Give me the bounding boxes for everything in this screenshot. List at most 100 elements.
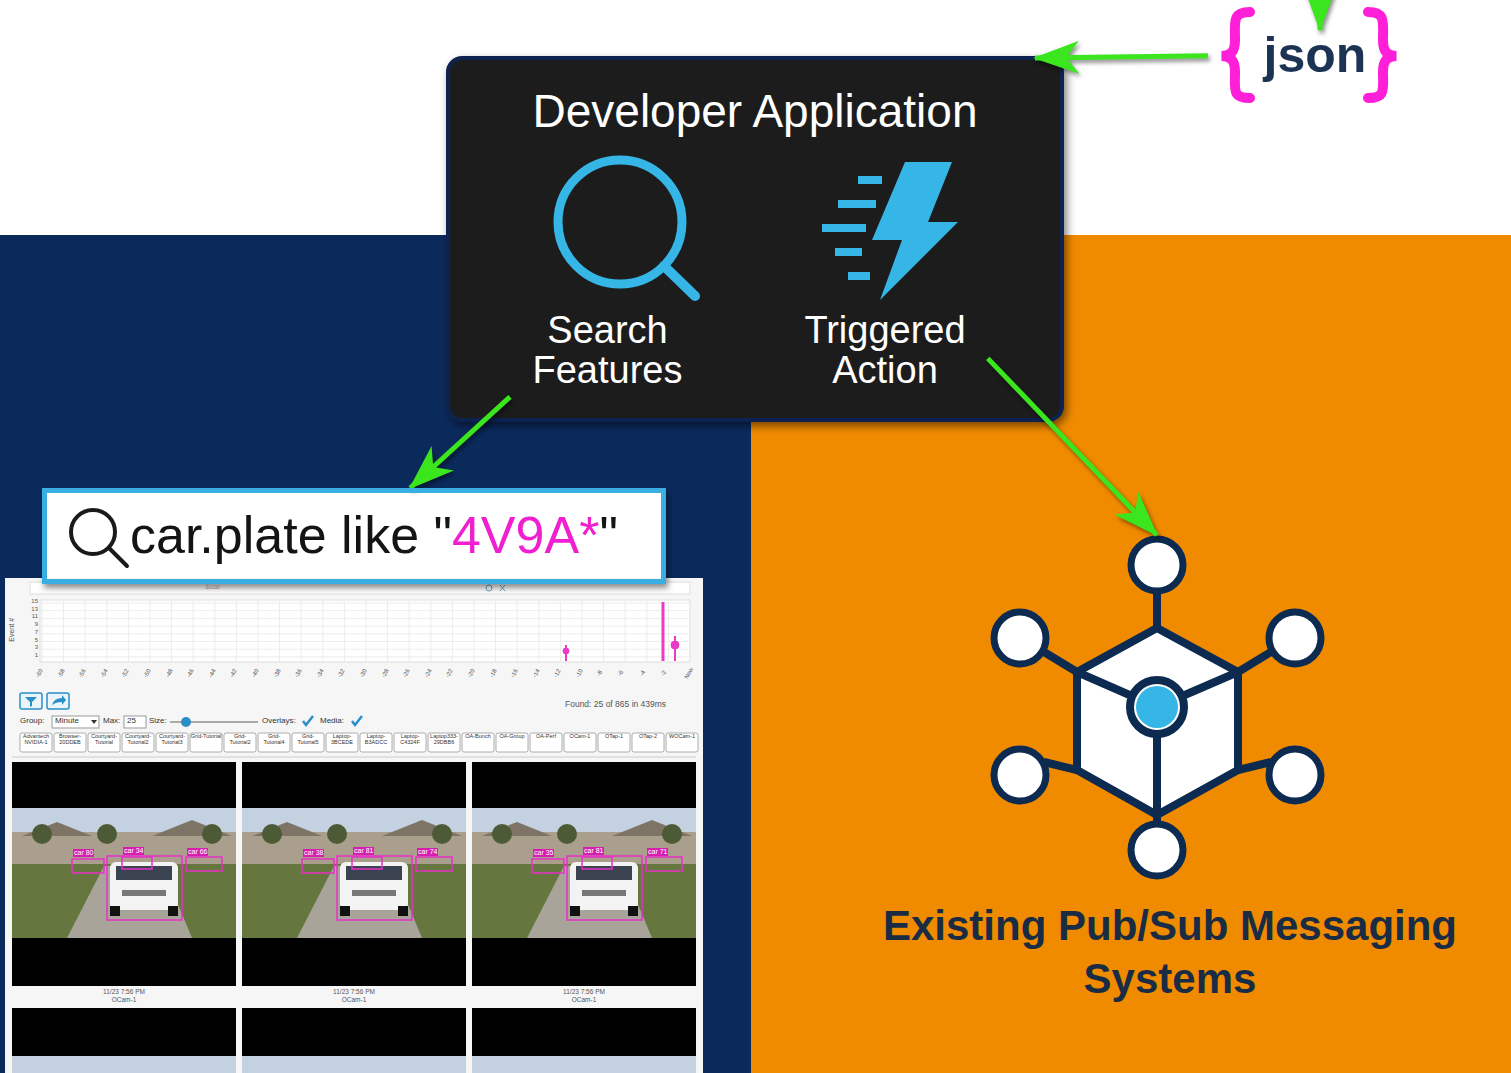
hub-spoke [1044,652,1077,672]
incoming-arrow [1318,0,1323,30]
axis-tick: -2 [660,669,668,677]
magnifier-handle [109,548,127,566]
tab-outline [156,733,188,752]
tab-outline [428,733,460,752]
screenshot [5,578,703,1073]
detection-label: car 80 [73,849,94,857]
lightning-bolt [872,162,958,300]
axis-tick: -52 [121,668,131,679]
search-field-ground [42,488,666,584]
grid-line [387,600,388,662]
detection-label: car 74 [417,848,438,856]
camera-tab: OTap-1 [598,734,630,740]
detection-label: car 35 [533,849,554,857]
grid-line [40,656,690,657]
caption-ground [472,988,696,1006]
photo-tree [432,824,452,844]
chart-grid [40,600,690,662]
search-icon-handle [664,266,695,296]
flow-arrow [988,358,1157,535]
camera-tab: Courtyard-Tutorial [88,734,120,746]
car-wheel [398,906,408,916]
grid-line [495,600,496,662]
result-tile [12,762,236,1073]
input-box [124,716,146,728]
hub-satellite [994,612,1046,664]
car-wheel [110,906,120,916]
grid-line [344,600,345,662]
hub-spoke [1044,762,1077,770]
grid-line [193,600,194,662]
result-tile [242,762,466,1073]
detection-box [337,856,412,920]
grid-line [603,600,604,662]
hub-core [1136,686,1178,728]
axis-tick: -16 [510,668,520,679]
photo-tree [202,824,222,844]
search-field: car.plate like "4V9A*" [42,488,666,584]
grid-line [85,600,86,662]
node-label: Search Features [514,311,701,391]
grid-line [258,600,259,662]
hub-satellite [1269,749,1321,801]
camera-tab: Laptop-3BCEDE [326,734,358,746]
axis-tick: -44 [207,668,217,679]
axis-tick: -46 [186,668,196,679]
grid-line [40,649,690,650]
caption-ground [12,988,236,1006]
caption-ground [242,988,466,1006]
checkmark [303,716,313,725]
car-wheel [168,906,178,916]
grid-line [42,600,43,662]
car-windshield [576,866,632,880]
photo-tree [327,824,347,844]
grid-line [517,600,518,662]
flow-arrow [410,397,510,488]
control-label: Group: [20,717,44,726]
grid-line [40,641,690,642]
tab-outline [632,733,664,752]
axis-tick: -48 [164,668,174,679]
tab-outline [564,733,596,752]
feature-item: Triggered Action [785,305,985,397]
grid-line [538,600,539,662]
speed-line [838,200,876,208]
select-caret [91,720,97,724]
car-windshield [116,866,172,880]
hub-satellite [1269,612,1321,664]
hub-icon [994,539,1321,876]
grid-line [668,600,669,662]
photo-tree [557,824,577,844]
camera-tab: Laptop333-29DBB6 [428,734,460,746]
camera-tab: Laptop-B3ADCC [360,734,392,746]
grid-line [366,600,367,662]
search-icon [558,160,695,296]
camera-tab: Courtyard-Tutorial2 [122,734,154,746]
control-label: Found: 25 of 865 in 439ms [565,700,666,709]
camera-tab: OA-Perf [530,734,562,740]
camera-tab: Laptop-C4324F [394,734,426,746]
axis-tick: -42 [229,668,239,679]
axis-tick: -34 [315,668,325,679]
axis-tick: -12 [553,668,563,679]
json-source: json [1220,8,1410,103]
grid-line [63,600,64,662]
photo-tree [492,824,512,844]
detection-box [567,856,642,920]
grid-line [40,633,690,634]
axis-tick: Now [683,666,695,680]
axis-tick: -22 [445,668,455,679]
camera-tabs [20,733,698,752]
axis-tick: 7 [24,629,38,636]
detection-label: car 34 [123,847,144,855]
photo-tree [32,824,52,844]
result-tile [472,762,696,1073]
tab-outline [530,733,562,752]
node-label: Existing Pub/Sub Messaging Systems [848,900,1492,1005]
grid-line [40,618,690,619]
tile-caption: OCam-1 [242,996,466,1003]
tab-outline [190,733,222,752]
grid-line [430,600,431,662]
filter-glyph [25,697,37,707]
